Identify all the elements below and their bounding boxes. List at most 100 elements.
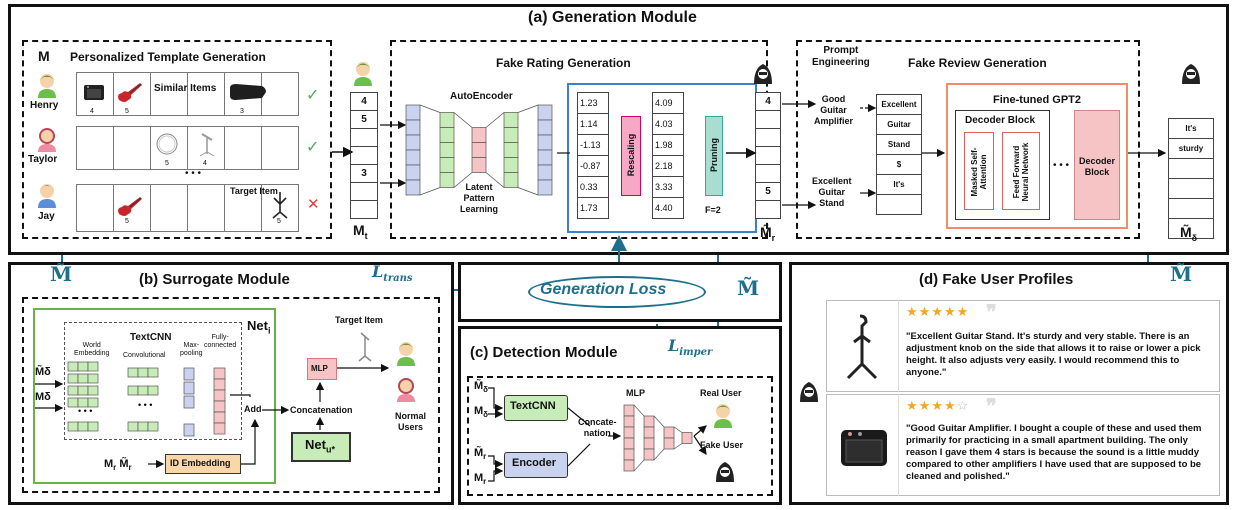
jay-avatar-icon xyxy=(38,184,56,208)
rating-title: Fake Rating Generation xyxy=(496,56,631,70)
profiles-title: (d) Fake User Profiles xyxy=(919,271,1074,288)
gpt-box xyxy=(946,83,1128,229)
output-cell xyxy=(1168,218,1214,239)
detection-connectors xyxy=(488,387,707,482)
rating-taylor-2: 4 xyxy=(203,160,207,167)
det-in4: Mr xyxy=(474,472,487,487)
star-filled-icon: ★ xyxy=(918,304,932,319)
rating-jay-1: 5 xyxy=(125,218,129,225)
review-card-1-divider xyxy=(898,300,899,392)
mlp-node xyxy=(681,432,693,444)
f-label: F=2 xyxy=(705,205,721,215)
template-cell xyxy=(113,126,151,170)
det-in2: Mδ xyxy=(474,405,489,420)
decoder-label: Decoder Block xyxy=(965,115,1036,126)
taylor-avatar-icon xyxy=(38,128,56,152)
guitar-stand-icon-d xyxy=(846,314,878,380)
guitar-stand-icon-b xyxy=(358,332,372,362)
net-i-box xyxy=(33,308,276,484)
pruning-block xyxy=(705,116,723,196)
review-1-stars: ★★★★★ xyxy=(906,304,969,320)
star-filled-icon: ★ xyxy=(918,398,932,413)
det-fake-label: Fake User xyxy=(700,440,744,450)
token-cell xyxy=(876,194,922,215)
det-in1: M̃δ xyxy=(474,380,489,395)
det-textcnn-block xyxy=(504,395,568,421)
mr-label: M̃r xyxy=(760,224,776,243)
detection-module-title: (c) Detection Module xyxy=(470,344,618,361)
check-icon-taylor: ✓ xyxy=(306,139,320,156)
star-filled-icon: ★ xyxy=(906,304,919,319)
id-embedding-label: ID Embedding xyxy=(170,458,231,468)
mlp-edge xyxy=(633,404,645,417)
cnn-dots: • • • xyxy=(78,406,92,416)
l-trans-label: Ltrans xyxy=(372,262,413,285)
ae-edge xyxy=(453,112,473,128)
check-icon-henry: ✓ xyxy=(306,87,320,104)
md-label: M̃δ xyxy=(1180,224,1198,243)
normal-user-icon-1 xyxy=(397,342,415,366)
template-cell xyxy=(76,126,114,170)
det-in3: M̃r xyxy=(474,447,487,462)
template-cell xyxy=(261,72,299,116)
det-encoder-block xyxy=(504,452,568,478)
amplifier-icon-d xyxy=(841,430,887,466)
surrogate-inner-box xyxy=(22,297,440,493)
surrogate-input-md: M̃δ xyxy=(35,366,51,378)
cnn-dots: • • • xyxy=(138,400,152,410)
review-2-stars: ★★★★☆ xyxy=(906,398,969,414)
det-real-label: Real User xyxy=(700,388,742,398)
word-embedding-cell xyxy=(87,373,99,384)
mt-label: Mt xyxy=(353,222,368,241)
word-embedding-cell xyxy=(87,361,99,372)
id-embedding-block xyxy=(165,454,241,474)
mic-stand-icon xyxy=(199,133,215,157)
rating-taylor-1: 5 xyxy=(165,160,169,167)
maxpool-label: Max- pooling xyxy=(180,342,203,357)
user-jay-label: Jay xyxy=(38,211,55,222)
prompt-label: Prompt Engineering xyxy=(812,45,870,68)
after-value-cell: 4.40 xyxy=(652,197,684,219)
cross-icon-jay: ✕ xyxy=(307,196,320,213)
prompt-input-2: Excellent Guitar Stand xyxy=(812,176,852,208)
world-emb-label: World Embedding xyxy=(74,342,110,357)
surrogate-connectors xyxy=(35,363,390,469)
review-card-1 xyxy=(826,300,1220,392)
det-encoder-label: Encoder xyxy=(512,457,557,469)
user-avatar-icon xyxy=(354,62,372,86)
ellipsis: • • • xyxy=(185,168,202,179)
mlp-edge xyxy=(653,448,665,461)
mr-cell: 5 xyxy=(755,182,781,201)
ae-edge xyxy=(517,104,539,113)
henry-avatar-icon xyxy=(38,74,56,98)
mlp-b-block xyxy=(307,358,337,380)
target-item-label: Target Item xyxy=(230,186,278,196)
mr-inputs-label: Mr M̃r xyxy=(104,458,132,473)
ae-edge xyxy=(453,172,473,188)
generation-loss-ellipse xyxy=(528,276,706,308)
decoder-block xyxy=(955,110,1050,220)
ae-node xyxy=(439,172,455,188)
review-2-text: "Good Guitar Amplifier. I bought a coupl… xyxy=(906,423,1202,482)
star-filled-icon: ★ xyxy=(956,304,970,319)
concat-b-label: Concatenation xyxy=(290,405,353,415)
maxpool-cell xyxy=(183,367,195,381)
drum-head-icon xyxy=(156,133,178,155)
fc-cell xyxy=(213,422,226,435)
star-empty-icon: ☆ xyxy=(956,398,970,413)
word-embedding-cell xyxy=(87,385,99,396)
ae-edge xyxy=(485,172,505,188)
template-title: Personalized Template Generation xyxy=(70,50,266,64)
decoder-block-2 xyxy=(1074,110,1120,220)
amplifier-icon xyxy=(84,85,104,100)
mlp-node xyxy=(623,459,635,472)
star-filled-icon: ★ xyxy=(931,398,944,413)
mlp-node xyxy=(643,448,655,461)
ae-node xyxy=(537,179,553,196)
m-tilde-b: M̃ xyxy=(50,262,73,286)
autoencoder-label: AutoEncoder xyxy=(450,91,513,102)
conv-cell xyxy=(147,367,159,378)
mlp-edge xyxy=(673,443,683,450)
mlp-b-label: MLP xyxy=(311,364,328,373)
latent-label: Latent Pattern Learning xyxy=(460,182,499,214)
